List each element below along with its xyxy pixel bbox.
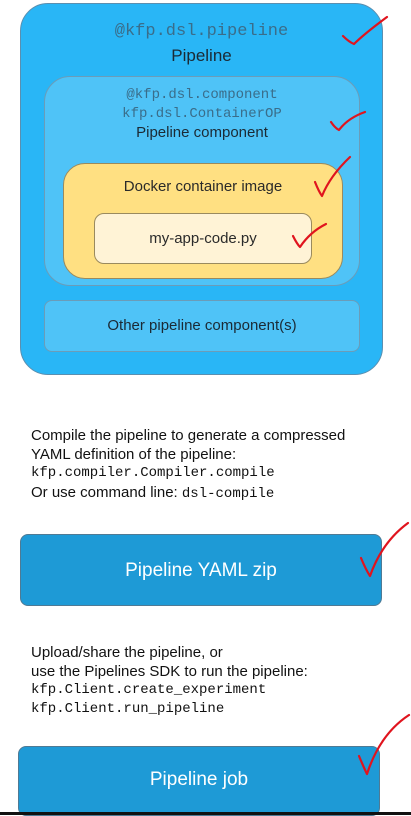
compile-description: Compile the pipeline to generate a compr… bbox=[31, 426, 391, 504]
upload-code-2: kfp.Client.run_pipeline bbox=[31, 701, 225, 717]
checkmark-docker bbox=[313, 155, 352, 198]
app-code-box: my-app-code.py bbox=[94, 213, 312, 264]
pipeline-decorator: @kfp.dsl.pipeline bbox=[114, 22, 289, 41]
other-component-label: Other pipeline component(s) bbox=[107, 317, 297, 334]
upload-description: Upload/share the pipeline, or use the Pi… bbox=[31, 643, 391, 719]
pipeline-yaml-zip-box: Pipeline YAML zip bbox=[20, 534, 382, 606]
pipeline-component-box: @kfp.dsl.component kfp.dsl.ContainerOP P… bbox=[44, 76, 360, 286]
other-component-box: Other pipeline component(s) bbox=[44, 300, 360, 352]
checkmark-pipeline bbox=[341, 15, 389, 46]
pipeline-box: @kfp.dsl.pipeline Pipeline @kfp.dsl.comp… bbox=[20, 3, 383, 375]
checkmark-component bbox=[329, 110, 367, 132]
upload-line-2: use the Pipelines SDK to run the pipelin… bbox=[31, 663, 308, 680]
upload-line-1: Upload/share the pipeline, or bbox=[31, 644, 223, 661]
checkmark-pipeline-job bbox=[357, 713, 411, 776]
docker-image-box: Docker container image my-app-code.py bbox=[63, 163, 343, 279]
compile-code: kfp.compiler.Compiler.compile bbox=[31, 465, 275, 481]
component-class: kfp.dsl.ContainerOP bbox=[122, 106, 282, 122]
compile-line-2: YAML definition of the pipeline: bbox=[31, 446, 237, 463]
app-code-label: my-app-code.py bbox=[149, 230, 257, 247]
pipeline-title: Pipeline bbox=[171, 46, 232, 65]
bottom-divider bbox=[0, 812, 411, 815]
compile-line-1: Compile the pipeline to generate a compr… bbox=[31, 427, 346, 444]
upload-code-1: kfp.Client.create_experiment bbox=[31, 682, 267, 698]
compile-cli-prefix: Or use command line: bbox=[31, 484, 182, 501]
compile-cli-code: dsl-compile bbox=[181, 486, 275, 502]
checkmark-yaml-zip bbox=[359, 521, 410, 578]
component-title: Pipeline component bbox=[136, 124, 268, 141]
pipeline-job-box: Pipeline job bbox=[18, 746, 380, 816]
compile-cli-line: Or use command line: dsl-compile bbox=[31, 483, 391, 504]
checkmark-code bbox=[291, 222, 328, 249]
component-decorator: @kfp.dsl.component bbox=[126, 87, 278, 103]
docker-image-title: Docker container image bbox=[123, 178, 283, 195]
